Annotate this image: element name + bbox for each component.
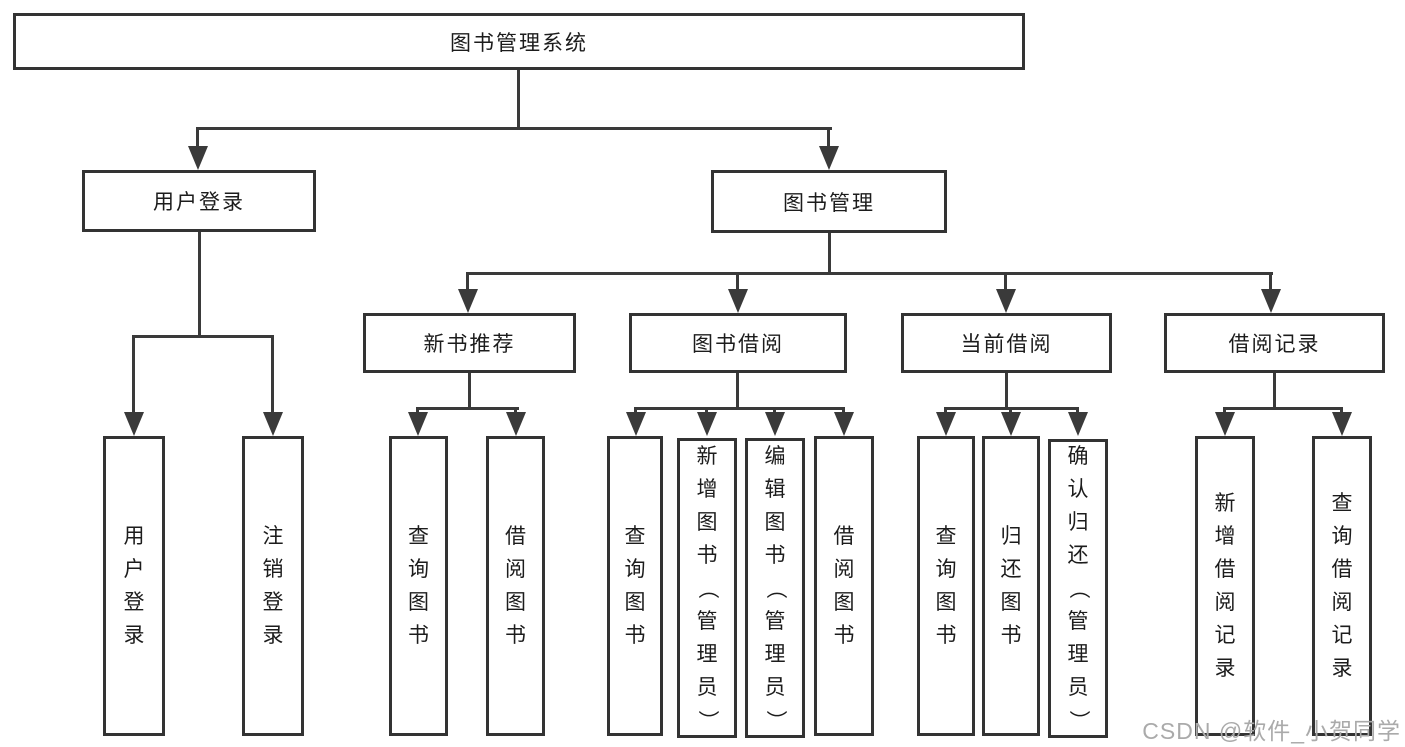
connector-line xyxy=(133,335,274,338)
leaf-bb-edit-books-admin-label: 编辑图书（管理员） xyxy=(763,444,787,731)
node-user-login-label: 用户登录 xyxy=(153,191,245,214)
leaf-bb-add-books-admin-label: 新增图书（管理员） xyxy=(695,444,719,731)
connector-line xyxy=(828,233,831,272)
node-borrow-records-label: 借阅记录 xyxy=(1228,333,1321,356)
arrow-down-icon xyxy=(936,407,956,436)
leaf-cb-return-books: 归还图书 xyxy=(982,436,1040,736)
leaf-bb-add-books-admin: 新增图书（管理员） xyxy=(677,438,737,738)
connector-line xyxy=(1005,373,1008,407)
leaf-br-add-record-label: 新增借阅记录 xyxy=(1214,492,1236,680)
node-current-borrow-label: 当前借阅 xyxy=(960,333,1053,356)
leaf-cb-return-books-label: 归还图书 xyxy=(1000,525,1022,647)
node-book-borrow: 图书借阅 xyxy=(629,313,847,373)
connector-line xyxy=(736,373,739,407)
arrow-down-icon xyxy=(458,272,478,313)
leaf-logout-label: 注销登录 xyxy=(262,525,284,647)
watermark-text: CSDN @软件_小贺同学 xyxy=(1142,718,1401,744)
connector-line xyxy=(1223,407,1343,410)
leaf-cb-confirm-return-admin: 确认归还（管理员） xyxy=(1048,439,1108,738)
node-book-borrow-label: 图书借阅 xyxy=(692,333,784,356)
connector-line xyxy=(635,407,845,410)
node-book-mgmt-label: 图书管理 xyxy=(783,191,875,215)
connector-line xyxy=(198,232,201,335)
node-borrow-records: 借阅记录 xyxy=(1164,313,1385,373)
arrow-down-icon xyxy=(819,127,839,170)
leaf-rec-query-books-label: 查询图书 xyxy=(408,525,429,647)
connector-line xyxy=(468,272,1273,275)
arrow-down-icon xyxy=(1215,407,1235,436)
leaf-bb-query-books: 查询图书 xyxy=(607,436,663,736)
arrow-down-icon xyxy=(1261,272,1281,313)
leaf-bb-borrow-books: 借阅图书 xyxy=(814,436,874,736)
leaf-rec-borrow-books-label: 借阅图书 xyxy=(505,525,526,647)
arrow-down-icon xyxy=(1332,407,1352,436)
arrow-down-icon xyxy=(188,127,208,170)
connector-line xyxy=(517,70,520,127)
connector-line xyxy=(1273,373,1276,407)
leaf-logout: 注销登录 xyxy=(242,436,304,736)
leaf-br-query-record: 查询借阅记录 xyxy=(1312,436,1372,736)
leaf-user-login: 用户登录 xyxy=(103,436,165,736)
leaf-user-login-label: 用户登录 xyxy=(123,525,145,647)
arrow-down-icon xyxy=(765,407,785,436)
node-new-book-rec-label: 新书推荐 xyxy=(423,333,516,356)
node-new-book-rec: 新书推荐 xyxy=(363,313,576,373)
leaf-rec-borrow-books: 借阅图书 xyxy=(486,436,545,736)
arrow-down-icon xyxy=(728,272,748,313)
leaf-br-add-record: 新增借阅记录 xyxy=(1195,436,1255,736)
arrow-down-icon xyxy=(834,407,854,436)
arrow-down-icon xyxy=(1068,407,1088,436)
connector-line xyxy=(417,407,519,410)
connector-line xyxy=(197,127,832,130)
node-book-mgmt: 图书管理 xyxy=(711,170,947,233)
leaf-cb-confirm-return-admin-label: 确认归还（管理员） xyxy=(1066,445,1090,731)
node-current-borrow: 当前借阅 xyxy=(901,313,1112,373)
node-user-login: 用户登录 xyxy=(82,170,316,232)
leaf-bb-edit-books-admin: 编辑图书（管理员） xyxy=(745,438,805,738)
arrow-down-icon xyxy=(124,335,144,436)
connector-line xyxy=(945,407,1079,410)
leaf-cb-query-books: 查询图书 xyxy=(917,436,975,736)
arrow-down-icon xyxy=(263,335,283,436)
connector-line xyxy=(468,373,471,407)
arrow-down-icon xyxy=(996,272,1016,313)
leaf-cb-query-books-label: 查询图书 xyxy=(935,525,957,647)
arrow-down-icon xyxy=(697,407,717,436)
node-root-label: 图书管理系统 xyxy=(450,31,588,55)
leaf-bb-borrow-books-label: 借阅图书 xyxy=(833,525,855,647)
arrow-down-icon xyxy=(626,407,646,436)
leaf-rec-query-books: 查询图书 xyxy=(389,436,448,736)
arrow-down-icon xyxy=(506,407,526,436)
leaf-bb-query-books-label: 查询图书 xyxy=(624,525,646,647)
leaf-br-query-record-label: 查询借阅记录 xyxy=(1331,492,1353,680)
arrow-down-icon xyxy=(1001,407,1021,436)
node-root: 图书管理系统 xyxy=(13,13,1025,70)
arrow-down-icon xyxy=(408,407,428,436)
